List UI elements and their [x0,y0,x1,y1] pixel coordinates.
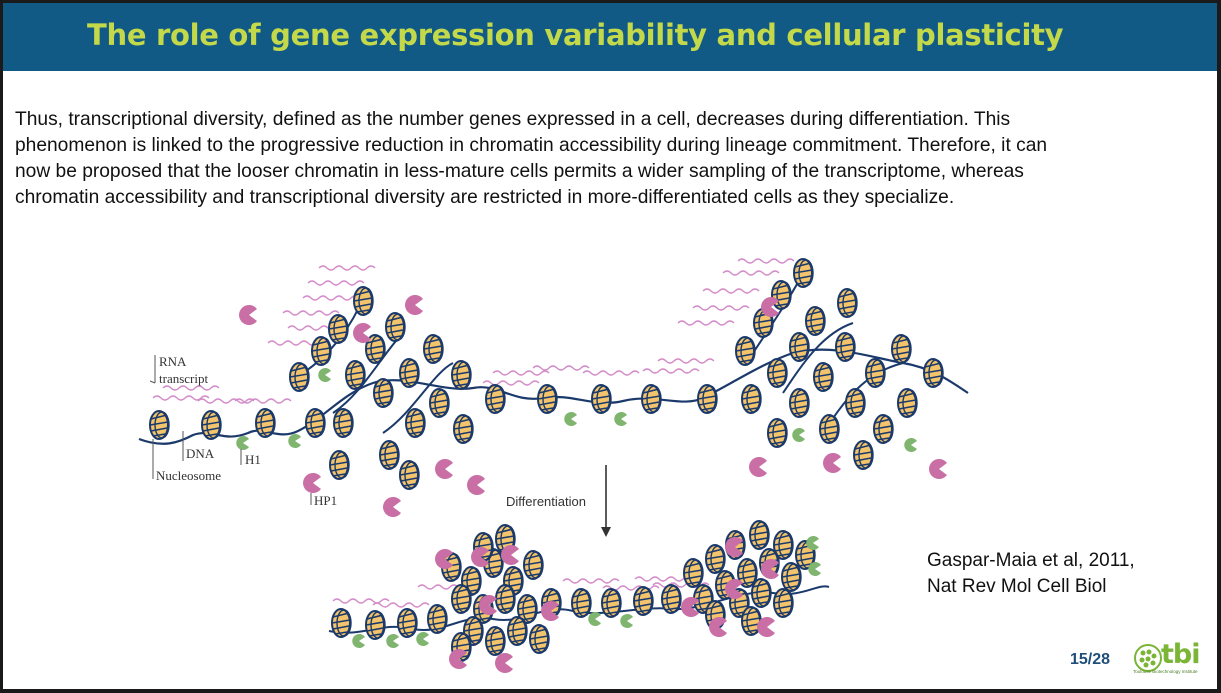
body-line: now be proposed that the looser chromati… [15,161,1024,182]
differentiation-arrow: Differentiation [506,465,611,537]
open-chromatin: RNA transcript DNA H1 Nucleosome HP1 [138,258,969,517]
citation-line: Nat Rev Mol Cell Biol [927,576,1107,597]
label-dna: DNA [186,446,215,461]
label-rna-line1: RNA [159,354,187,369]
logo-dots-icon [1134,644,1162,672]
citation-line: Gaspar-Maia et al, 2011, [927,550,1135,571]
label-nucleosome: Nucleosome [156,468,221,483]
title-bar: The role of gene expression variability … [3,3,1217,71]
condensed-chromatin [328,520,830,673]
dna-strand [138,348,969,445]
body-line: Thus, transcriptional diversity, defined… [15,109,1011,130]
label-rna-line2: transcript [159,371,208,386]
body-line: phenomenon is linked to the progressive … [15,135,1048,156]
logo-subtitle: Toulouse Biotechnology Institute [1133,669,1198,674]
chromatin-diagram: RNA transcript DNA H1 Nucleosome HP1 Dif… [138,258,969,673]
page-number: 15/28 [1070,651,1111,668]
body-paragraph: Thus, transcriptional diversity, defined… [15,107,1207,211]
logo-text: tbi [1161,639,1200,670]
label-h1: H1 [245,452,261,467]
citation: Gaspar-Maia et al, 2011, Nat Rev Mol Cel… [927,548,1135,600]
slide-title: The role of gene expression variability … [87,18,1064,52]
label-hp1: HP1 [314,493,337,508]
body-line: chromatin accessibility and transcriptio… [15,187,955,208]
label-differentiation: Differentiation [506,494,586,509]
slide: The role of gene expression variability … [3,3,1217,689]
tbi-logo: tbi Toulouse Biotechnology Institute [1131,639,1211,685]
